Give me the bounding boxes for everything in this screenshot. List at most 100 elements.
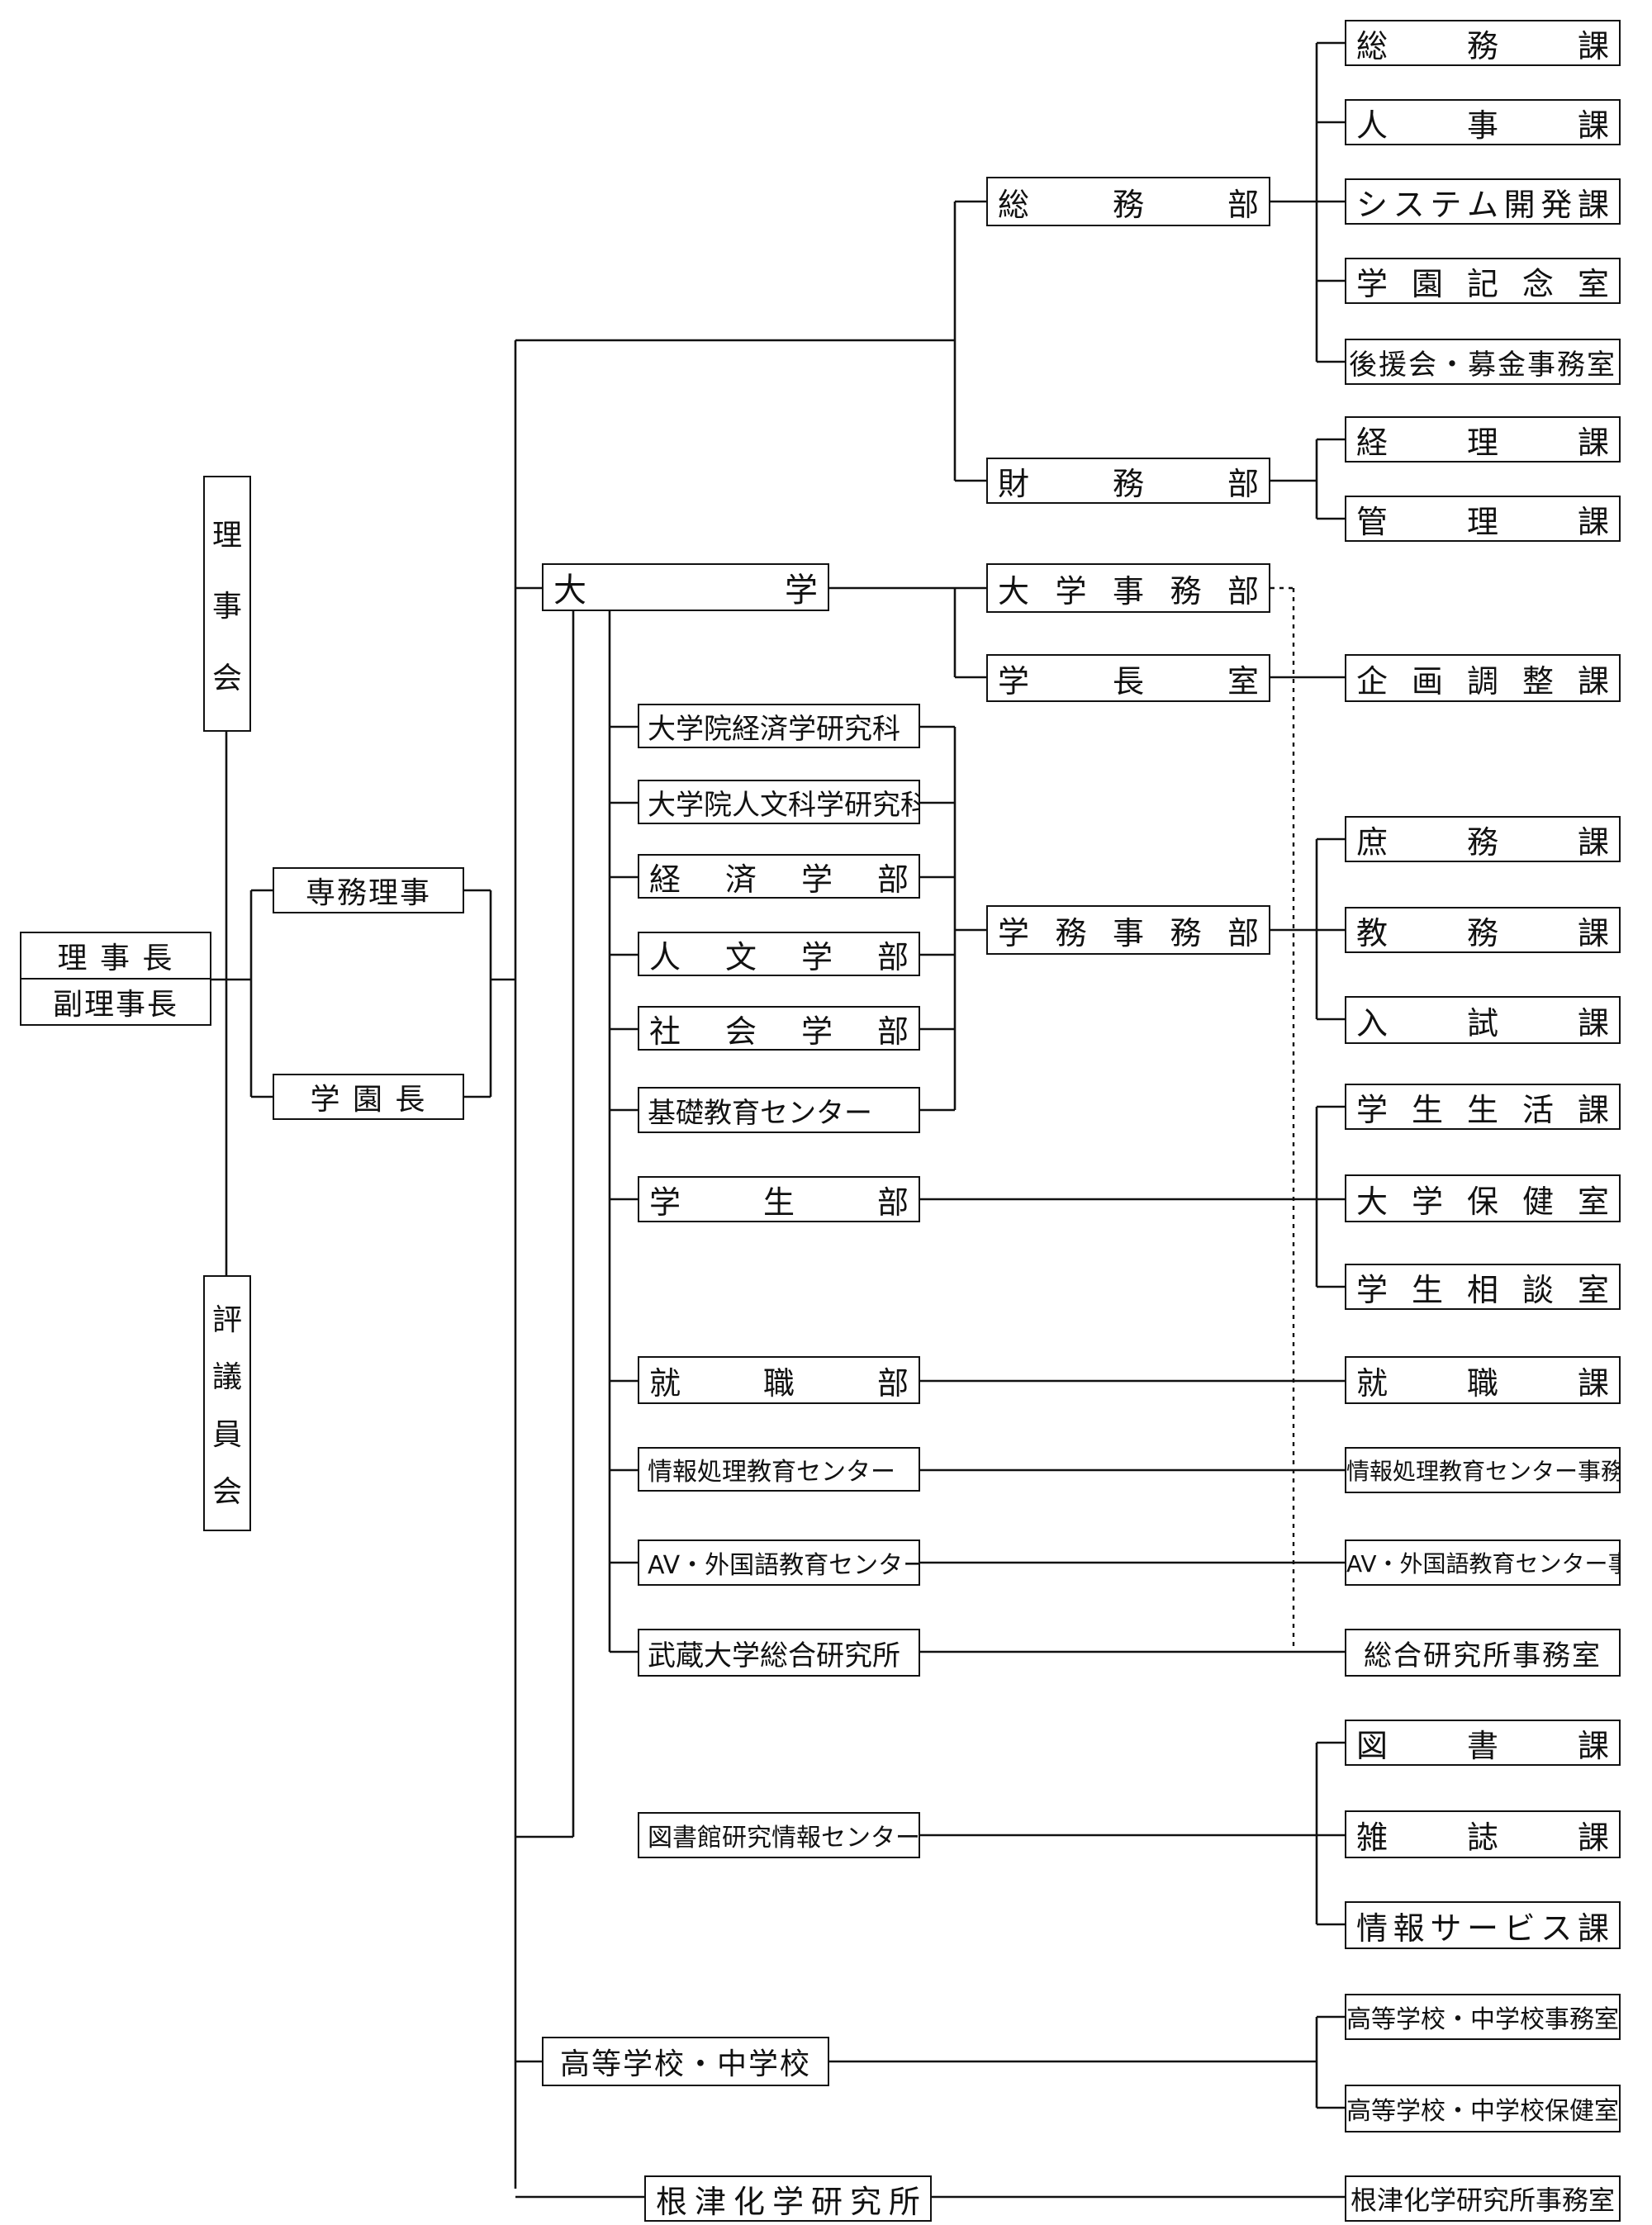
sec-general-label: 庶務課 (1356, 823, 1609, 861)
sec-career: 就職課 (1345, 1356, 1621, 1404)
fac-soc-box: 社会学部 (638, 1006, 920, 1051)
council-label: 評 (211, 1303, 242, 1338)
sec-library-books-label: 図書課 (1356, 1727, 1609, 1764)
sec-info-services-label: 情報サービス課 (1356, 1910, 1609, 1947)
info-center-box: 情報処理教育センター (638, 1447, 920, 1492)
info-center-label: 情報処理教育センター (648, 1458, 895, 1487)
library-center-label: 図書館研究情報センター (648, 1824, 920, 1853)
sec-counseling-label: 学生相談室 (1356, 1271, 1609, 1308)
managing-director-label: 専務理事 (305, 876, 431, 910)
sec-health-label: 大学保健室 (1356, 1183, 1609, 1220)
univ-admin-dept-box: 大学事務部 (986, 563, 1270, 613)
sec-memorial-label: 学園記念室 (1356, 265, 1609, 302)
student-affairs-box: 学生部 (638, 1176, 920, 1222)
sec-admissions: 入試課 (1345, 996, 1621, 1044)
grad-hum-label: 大学院人文科学研究科 (648, 788, 920, 822)
sec-accounting-label: 経理課 (1356, 424, 1609, 461)
sec-nezu-office-label: 根津化学研究所事務室 (1350, 2185, 1615, 2216)
sec-info-center-office: 情報処理教育センター事務室 (1345, 1447, 1621, 1493)
basic-edu-center-box: 基礎教育センター (638, 1087, 920, 1133)
grad-econ-box: 大学院経済学研究科 (638, 704, 920, 748)
board-label: 理 (211, 518, 242, 553)
nezu-institute-label: 根津化学研究所 (656, 2183, 920, 2220)
sec-accounting: 経理課 (1345, 416, 1621, 463)
sec-info-services: 情報サービス課 (1345, 1901, 1621, 1949)
sec-planning-label: 企画調整課 (1356, 662, 1609, 700)
board-label: 会 (211, 661, 242, 695)
sec-research-office: 総合研究所事務室 (1345, 1629, 1621, 1677)
sec-general-affairs-label: 総務課 (1356, 27, 1609, 64)
vice-chairman-label: 副理事長 (21, 978, 210, 1024)
fac-hum-label: 人文学部 (649, 938, 909, 975)
academic-admin-dept-box: 学務事務部 (986, 905, 1270, 955)
highschool-label: 高等学校・中学校 (559, 2047, 811, 2081)
sec-library-journals-label: 雑誌課 (1356, 1819, 1609, 1856)
fac-hum-box: 人文学部 (638, 932, 920, 976)
chairman-label: 理 事 長 (57, 942, 174, 975)
fac-soc-label: 社会学部 (649, 1013, 909, 1050)
sec-personnel: 人事課 (1345, 99, 1621, 145)
council-box: 評議員会 (203, 1275, 251, 1531)
sec-system-dev-label: システム開発課 (1356, 186, 1609, 223)
university-box: 大学 (542, 563, 829, 611)
fac-econ-box: 経済学部 (638, 854, 920, 899)
sec-health: 大学保健室 (1345, 1174, 1621, 1222)
sec-library-books: 図書課 (1345, 1720, 1621, 1766)
sec-support-fund-label: 後援会・募金事務室 (1349, 348, 1616, 382)
sec-system-dev: システム開発課 (1345, 178, 1621, 225)
sec-academic: 教務課 (1345, 907, 1621, 953)
academic-admin-dept-label: 学務事務部 (998, 914, 1259, 951)
council-label: 議 (211, 1360, 242, 1395)
sec-research-office-label: 総合研究所事務室 (1364, 1639, 1602, 1672)
sec-student-life-label: 学生生活課 (1356, 1091, 1609, 1128)
grad-econ-label: 大学院経済学研究科 (648, 712, 900, 746)
council-label: 会 (211, 1474, 242, 1509)
research-inst-box: 武蔵大学総合研究所 (638, 1629, 920, 1677)
univ-admin-dept-label: 大学事務部 (998, 572, 1259, 610)
fac-econ-label: 経済学部 (649, 861, 909, 898)
basic-edu-center-label: 基礎教育センター (648, 1096, 872, 1130)
council-label: 員 (211, 1417, 242, 1452)
sec-general-affairs: 総務課 (1345, 20, 1621, 66)
sec-info-center-office-label: 情報処理教育センター事務室 (1346, 1458, 1621, 1485)
general-affairs-dept-box: 総務部 (986, 177, 1270, 226)
sec-av-center-office: AV・外国語教育センター事務室 (1345, 1539, 1621, 1586)
sec-hs-health: 高等学校・中学校保健室 (1345, 2085, 1621, 2132)
sec-support-fund: 後援会・募金事務室 (1345, 339, 1621, 385)
research-inst-label: 武蔵大学総合研究所 (648, 1639, 900, 1672)
university-label: 大学 (553, 572, 818, 610)
managing-director-box: 専務理事 (273, 867, 464, 913)
sec-student-life: 学生生活課 (1345, 1084, 1621, 1130)
sec-management: 管理課 (1345, 496, 1621, 542)
nezu-institute-box: 根津化学研究所 (644, 2175, 932, 2222)
board-label: 事 (211, 590, 242, 624)
sec-av-center-office-label: AV・外国語教育センター事務室 (1346, 1550, 1619, 1577)
sec-general: 庶務課 (1345, 816, 1621, 862)
sec-hs-health-label: 高等学校・中学校保健室 (1346, 2097, 1619, 2126)
gakuen-head-box: 学 園 長 (273, 1074, 464, 1120)
library-center-box: 図書館研究情報センター (638, 1812, 920, 1858)
sec-hs-office-label: 高等学校・中学校事務室 (1346, 2005, 1619, 2034)
president-office-label: 学長室 (998, 662, 1259, 700)
sec-library-journals: 雑誌課 (1345, 1810, 1621, 1858)
sec-academic-label: 教務課 (1356, 914, 1609, 951)
sec-counseling: 学生相談室 (1345, 1264, 1621, 1310)
career-dept-label: 就職部 (649, 1364, 909, 1402)
sec-career-label: 就職課 (1356, 1364, 1609, 1402)
student-affairs-label: 学生部 (649, 1184, 909, 1221)
career-dept-box: 就職部 (638, 1356, 920, 1404)
av-lang-center-box: AV・外国語教育センター (638, 1539, 920, 1586)
grad-hum-box: 大学院人文科学研究科 (638, 780, 920, 824)
sec-personnel-label: 人事課 (1356, 107, 1609, 144)
sec-management-label: 管理課 (1356, 503, 1609, 540)
gakuen-head-label: 学 園 長 (310, 1083, 427, 1117)
board-box: 理事会 (203, 476, 251, 732)
finance-dept-label: 財務部 (998, 465, 1259, 502)
highschool-box: 高等学校・中学校 (542, 2037, 829, 2086)
sec-hs-office: 高等学校・中学校事務室 (1345, 1994, 1621, 2040)
sec-memorial: 学園記念室 (1345, 258, 1621, 304)
general-affairs-dept-label: 総務部 (998, 186, 1259, 223)
president-office-box: 学長室 (986, 654, 1270, 702)
